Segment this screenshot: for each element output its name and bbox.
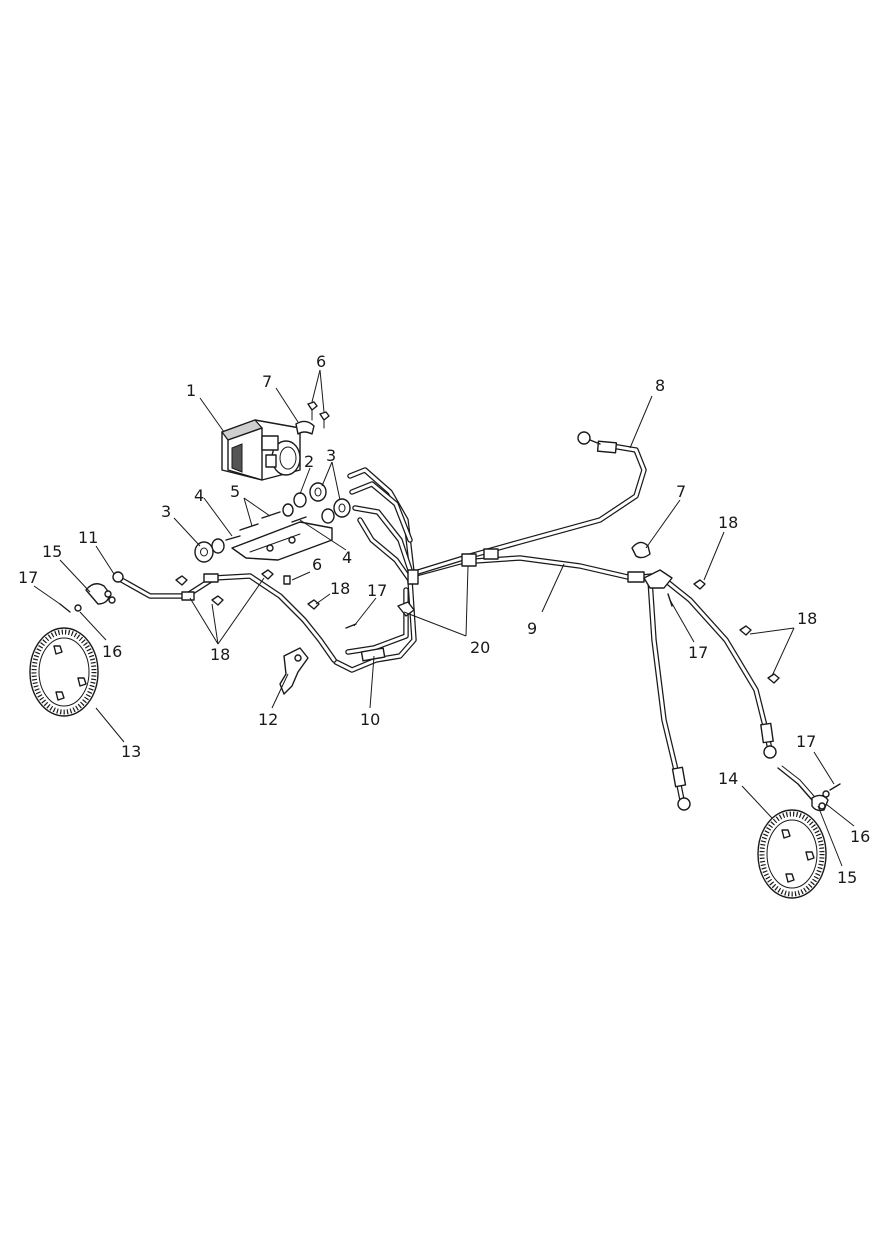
callout-11: 11: [78, 528, 98, 547]
callout-16: 16: [102, 642, 122, 661]
callout-6: 6: [312, 555, 322, 574]
hose-guide-bracket: [279, 647, 309, 695]
callout-5: 5: [230, 482, 240, 501]
rear-speed-sensor: [85, 583, 116, 605]
callout-17: 17: [18, 568, 38, 587]
modulator-mounting-bracket: [231, 521, 333, 561]
callout-18: 18: [718, 513, 738, 532]
rear-wheel-speed-sensor-lead: [112, 571, 337, 663]
callout-17: 17: [367, 581, 387, 600]
callout-4: 4: [342, 548, 352, 567]
callout-18: 18: [210, 645, 230, 664]
front-splitter-block: [643, 569, 673, 589]
front-wheel-speed-sensor-lead: [777, 765, 815, 801]
callout-3: 3: [326, 446, 336, 465]
upper-brake-hose: [415, 431, 647, 575]
bolt-pair: [307, 401, 330, 429]
bracket-clip-left: [295, 420, 315, 435]
front-caliper-hose-left: [647, 577, 691, 811]
callout-labels: 1 2 3 3 4 4 5 6 6 7 7 8 9 10 11 12 13 14…: [18, 352, 870, 887]
callout-1: 1: [186, 381, 196, 400]
rear-abs-tone-ring: [29, 627, 99, 717]
callout-10: 10: [360, 710, 380, 729]
small-bolt: [59, 575, 841, 791]
callout-17: 17: [796, 732, 816, 751]
mounting-bolt: [225, 511, 307, 541]
callout-3: 3: [161, 502, 171, 521]
callout-18: 18: [330, 579, 350, 598]
callout-7: 7: [262, 372, 272, 391]
callout-20: 20: [470, 638, 490, 657]
callout-15: 15: [42, 542, 62, 561]
callout-7: 7: [676, 482, 686, 501]
callout-9: 9: [527, 619, 537, 638]
hose-junction-fitting: [397, 548, 499, 617]
abs-modulator: [221, 419, 301, 481]
callout-17: 17: [688, 643, 708, 662]
brake-pipe-bundle: [347, 467, 415, 583]
callout-2: 2: [304, 452, 314, 471]
small-washer: [74, 604, 826, 810]
callout-13: 13: [121, 742, 141, 761]
callout-15: 15: [837, 868, 857, 887]
callout-8: 8: [655, 376, 665, 395]
callout-14: 14: [718, 769, 738, 788]
callout-18: 18: [797, 609, 817, 628]
callout-6: 6: [316, 352, 326, 371]
bracket-clip-right: [631, 541, 651, 559]
rubber-bush: [194, 482, 351, 563]
callout-12: 12: [258, 710, 278, 729]
leader-lines: [33, 369, 855, 867]
front-abs-tone-ring: [757, 809, 827, 899]
front-caliper-hose-right: [657, 573, 777, 759]
callout-4: 4: [194, 486, 204, 505]
hose-clip: [175, 569, 780, 684]
callout-16: 16: [850, 827, 870, 846]
